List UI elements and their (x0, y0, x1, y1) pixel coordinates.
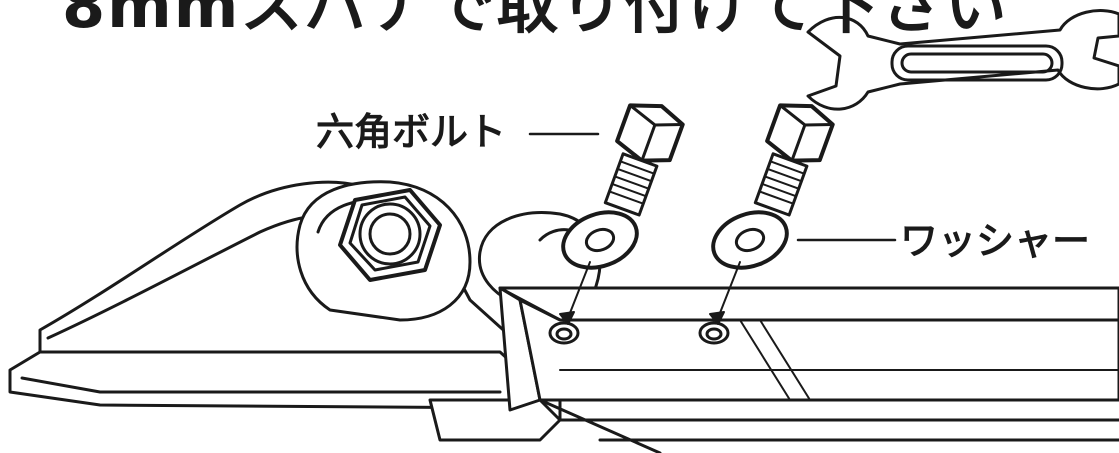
rail-channel (498, 286, 1119, 442)
hex-bolt-icon (753, 103, 835, 217)
page-title: 8mmスパナで取り付けて下さい (62, 0, 1009, 42)
blade-body (8, 180, 542, 410)
arrow-icon (559, 261, 741, 325)
bolt-label: 六角ボルト (316, 110, 507, 154)
washer-icon (711, 210, 789, 270)
wrench-icon (806, 9, 1119, 111)
hex-nut-icon (338, 188, 442, 282)
hex-bolt-icon (603, 103, 685, 217)
lower-bracket (428, 398, 662, 453)
washer-label: ワッシャー (900, 219, 1091, 263)
bolt-hole (698, 321, 730, 345)
washer-icon (561, 210, 639, 270)
bolt-hole (548, 321, 580, 345)
